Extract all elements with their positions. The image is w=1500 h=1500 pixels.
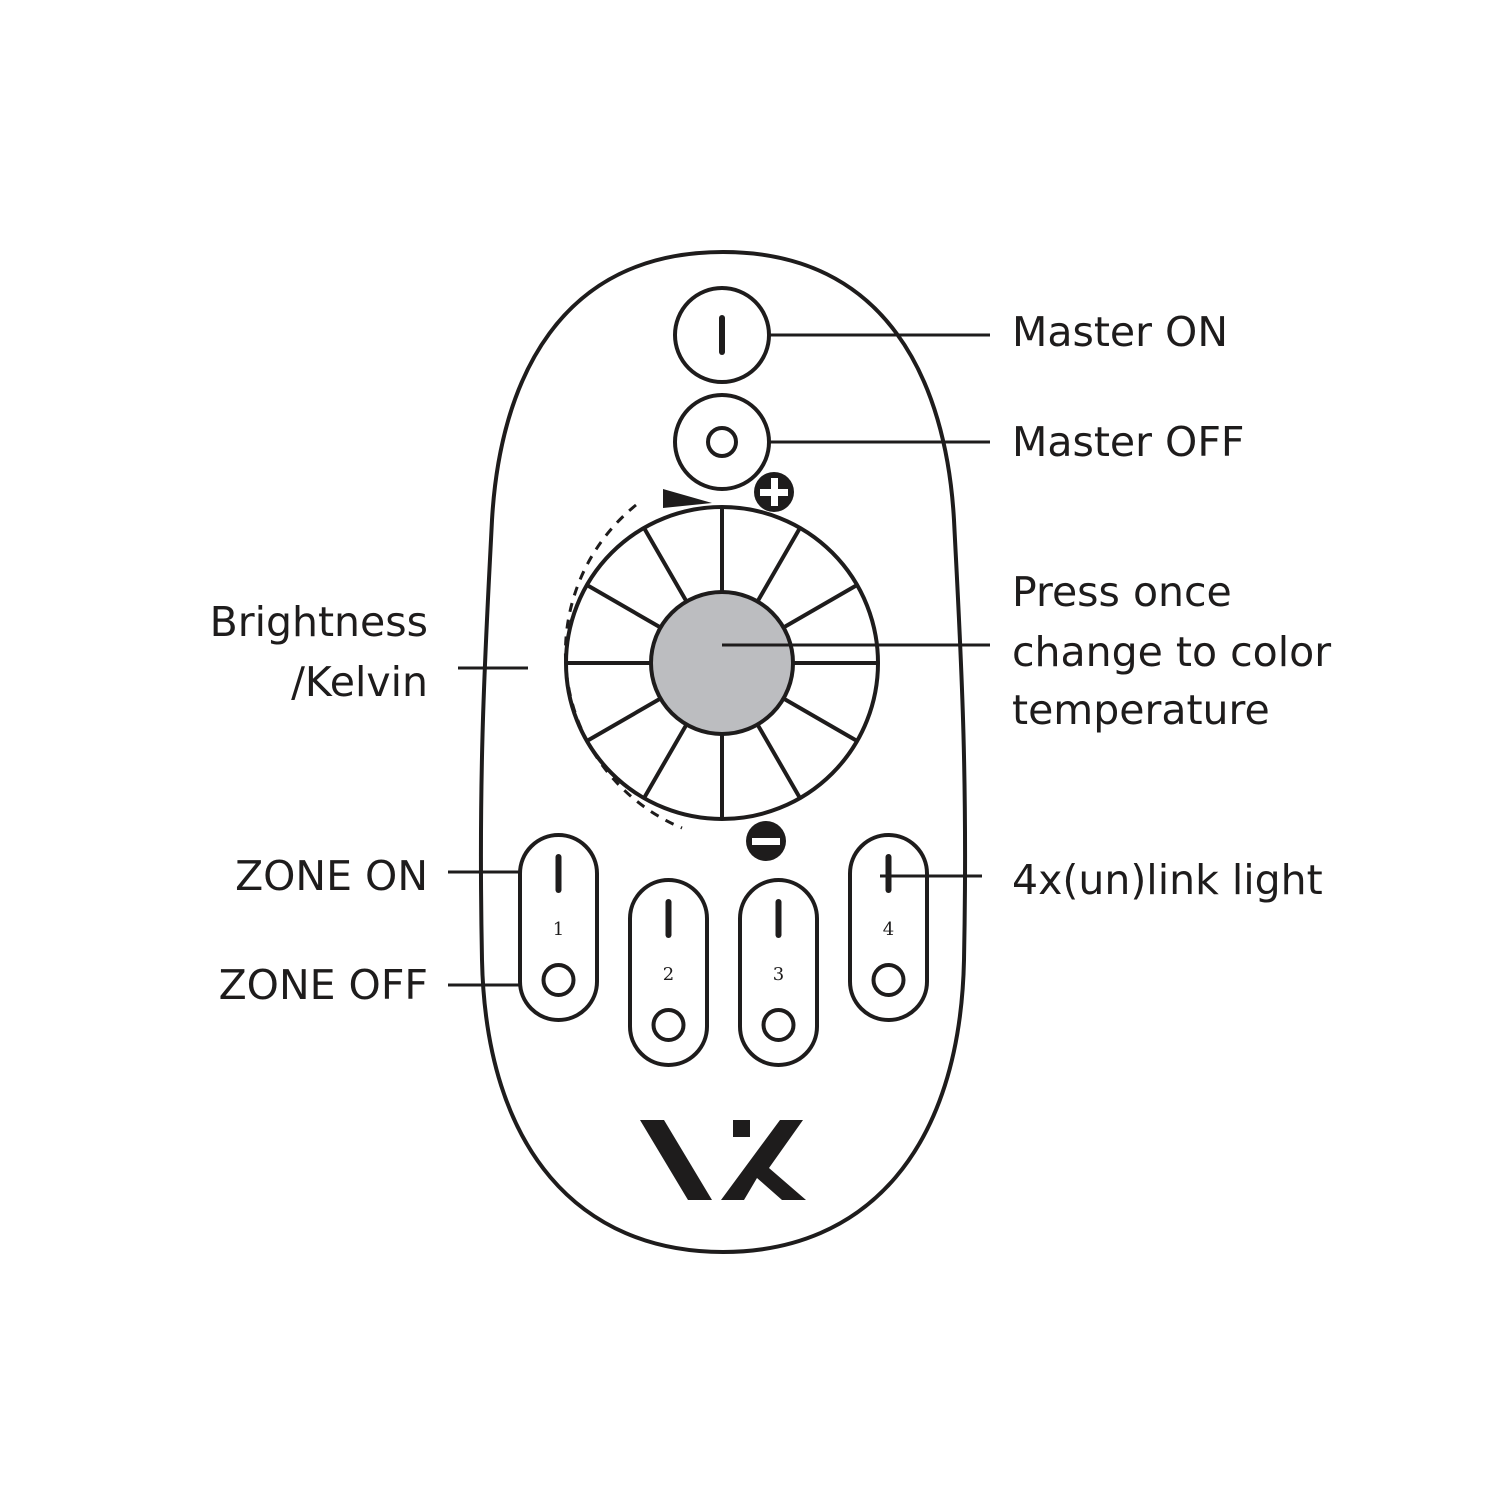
- wheel-segment-divider: [642, 723, 689, 800]
- zone-off-icon[interactable]: [541, 963, 576, 997]
- vx-logo: [640, 1120, 806, 1200]
- wheel-segment-divider: [642, 526, 689, 603]
- wheel-segment-divider: [585, 583, 662, 630]
- zone-off-icon[interactable]: [761, 1008, 796, 1042]
- zone-4-button[interactable]: 4: [848, 833, 929, 1022]
- brightness-arc: [563, 503, 683, 830]
- center-button: [649, 590, 795, 736]
- zone-1-button[interactable]: 1: [518, 833, 599, 1022]
- wheel-segment-divider: [755, 723, 802, 800]
- label-master-on: Master ON: [1012, 308, 1228, 356]
- minus-icon: [746, 821, 786, 861]
- label-brightness: Brightness: [209, 598, 428, 646]
- label-zone-off: ZONE OFF: [218, 961, 428, 1009]
- label-master-off: Master OFF: [1012, 418, 1245, 466]
- wheel-segment-divider: [782, 696, 859, 743]
- zone-number: 3: [773, 964, 784, 985]
- label-center-1: Press once: [1012, 568, 1232, 616]
- zone-number: 4: [883, 919, 894, 940]
- plus-icon: [754, 472, 794, 512]
- label-link: 4x(un)link light: [1012, 856, 1323, 904]
- zone-off-icon[interactable]: [651, 1008, 686, 1042]
- remote-body: [478, 249, 968, 1255]
- zone-number: 1: [553, 919, 564, 940]
- label-kelvin: /Kelvin: [291, 658, 428, 706]
- master-off-button: [673, 393, 771, 491]
- color-wheel: [566, 507, 878, 819]
- wheel-segment-divider: [755, 526, 802, 603]
- zone-off-icon[interactable]: [871, 963, 906, 997]
- zone-number: 2: [663, 964, 674, 985]
- master-on-button: [673, 286, 771, 384]
- label-center-3: temperature: [1012, 686, 1270, 734]
- label-center-2: change to color: [1012, 628, 1332, 676]
- zone-2-button[interactable]: 2: [628, 878, 709, 1067]
- zone-3-button[interactable]: 3: [738, 878, 819, 1067]
- wheel-segment-divider: [782, 583, 859, 630]
- arrow-icon: [663, 489, 712, 508]
- label-zone-on: ZONE ON: [235, 852, 428, 900]
- wheel-segment-divider: [585, 696, 662, 743]
